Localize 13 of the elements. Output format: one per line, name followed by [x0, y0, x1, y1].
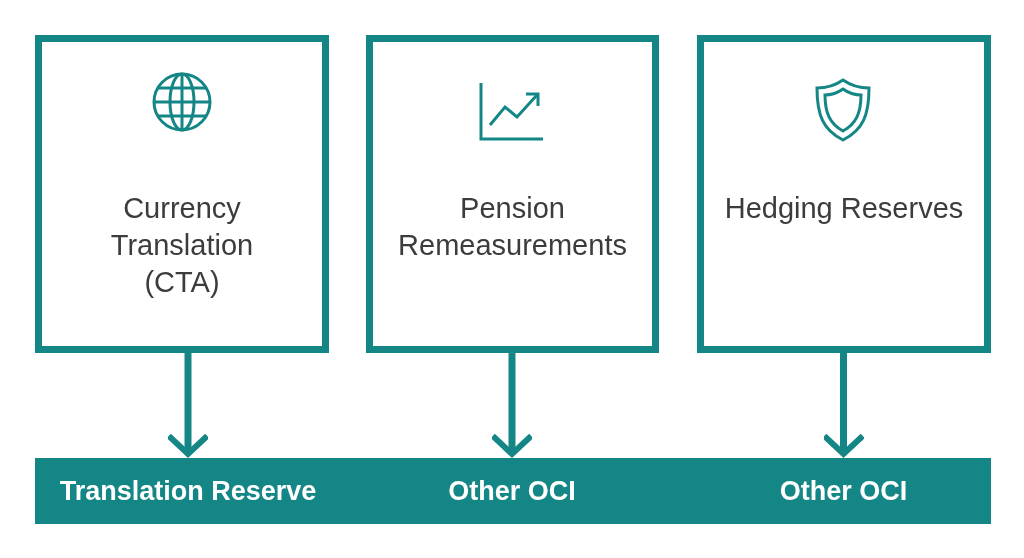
arrow	[492, 353, 532, 457]
band-label: Other OCI	[341, 458, 683, 524]
arrow	[168, 353, 208, 457]
category-box	[366, 35, 659, 353]
box-label: Hedging Reserves	[723, 191, 965, 226]
band-label: Other OCI	[696, 458, 991, 524]
box-label: Pension Remeasurements	[397, 191, 628, 263]
category-box	[35, 35, 329, 353]
arrow	[823, 353, 864, 457]
category-box	[697, 35, 991, 353]
box-label: Currency Translation (CTA)	[109, 191, 255, 300]
band-label: Translation Reserve	[35, 458, 341, 524]
output-band	[35, 458, 991, 524]
